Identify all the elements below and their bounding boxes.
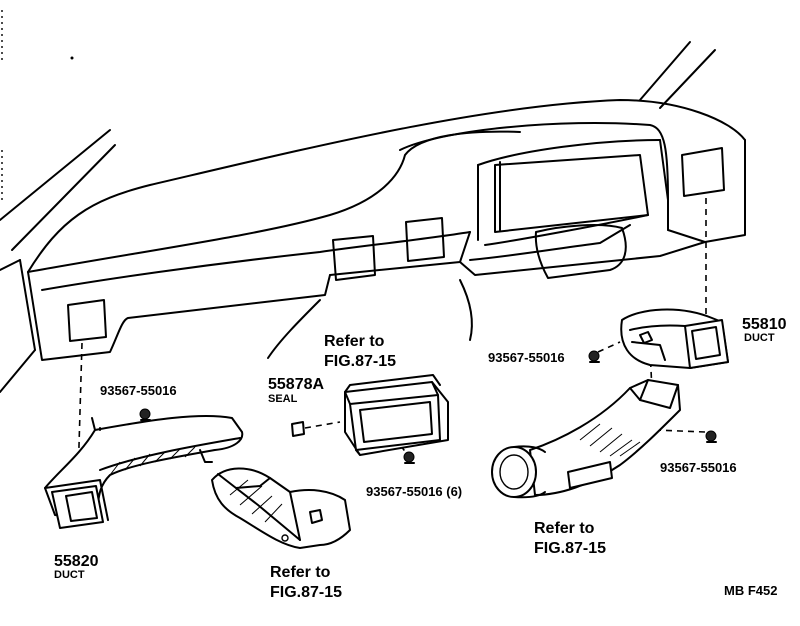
figure-code: MB F452: [724, 583, 777, 598]
right-lower-duct-drawing: [491, 379, 681, 499]
duct-55820-number: 55820: [54, 553, 99, 570]
ref-bottom-left-line1: Refer to: [270, 564, 331, 581]
clip-right-lower-label: 93567-55016: [660, 460, 737, 475]
dashboard-outline: [0, 41, 746, 393]
duct-55820-name: DUCT: [54, 569, 85, 581]
clip-center-label: 93567-55016 (6): [366, 484, 462, 499]
duct-55810-number: 55810: [742, 316, 787, 333]
duct-55810-name: DUCT: [744, 332, 775, 344]
ref-bottom-right-line1: Refer to: [534, 520, 595, 537]
ref-center-top-line1: Refer to: [324, 333, 385, 350]
duct-55810-drawing: [620, 308, 729, 369]
duct-55820-drawing: [44, 414, 244, 529]
edge-marks: [1, 10, 74, 200]
ref-bottom-left-line2: FIG.87-15: [270, 584, 342, 601]
ref-center-top-line2: FIG.87-15: [324, 353, 396, 370]
clip-left-label: 93567-55016: [100, 383, 177, 398]
labels: Refer to FIG.87-15 55878A SEAL 93567-550…: [54, 316, 787, 601]
seal-drawing: [291, 421, 305, 437]
clip-right-upper-label: 93567-55016: [488, 350, 565, 365]
seal-part-name: SEAL: [268, 393, 298, 405]
clip-right-lower-drawing: [705, 430, 717, 443]
center-vent-housing-drawing: [344, 374, 449, 456]
clip-right-upper-drawing: [588, 350, 600, 363]
clip-left-drawing: [139, 408, 151, 421]
clip-center-drawing: [403, 451, 415, 464]
seal-part-number: 55878A: [268, 376, 324, 393]
ref-bottom-right-line2: FIG.87-15: [534, 540, 606, 557]
center-lower-duct-drawing: [211, 467, 351, 549]
